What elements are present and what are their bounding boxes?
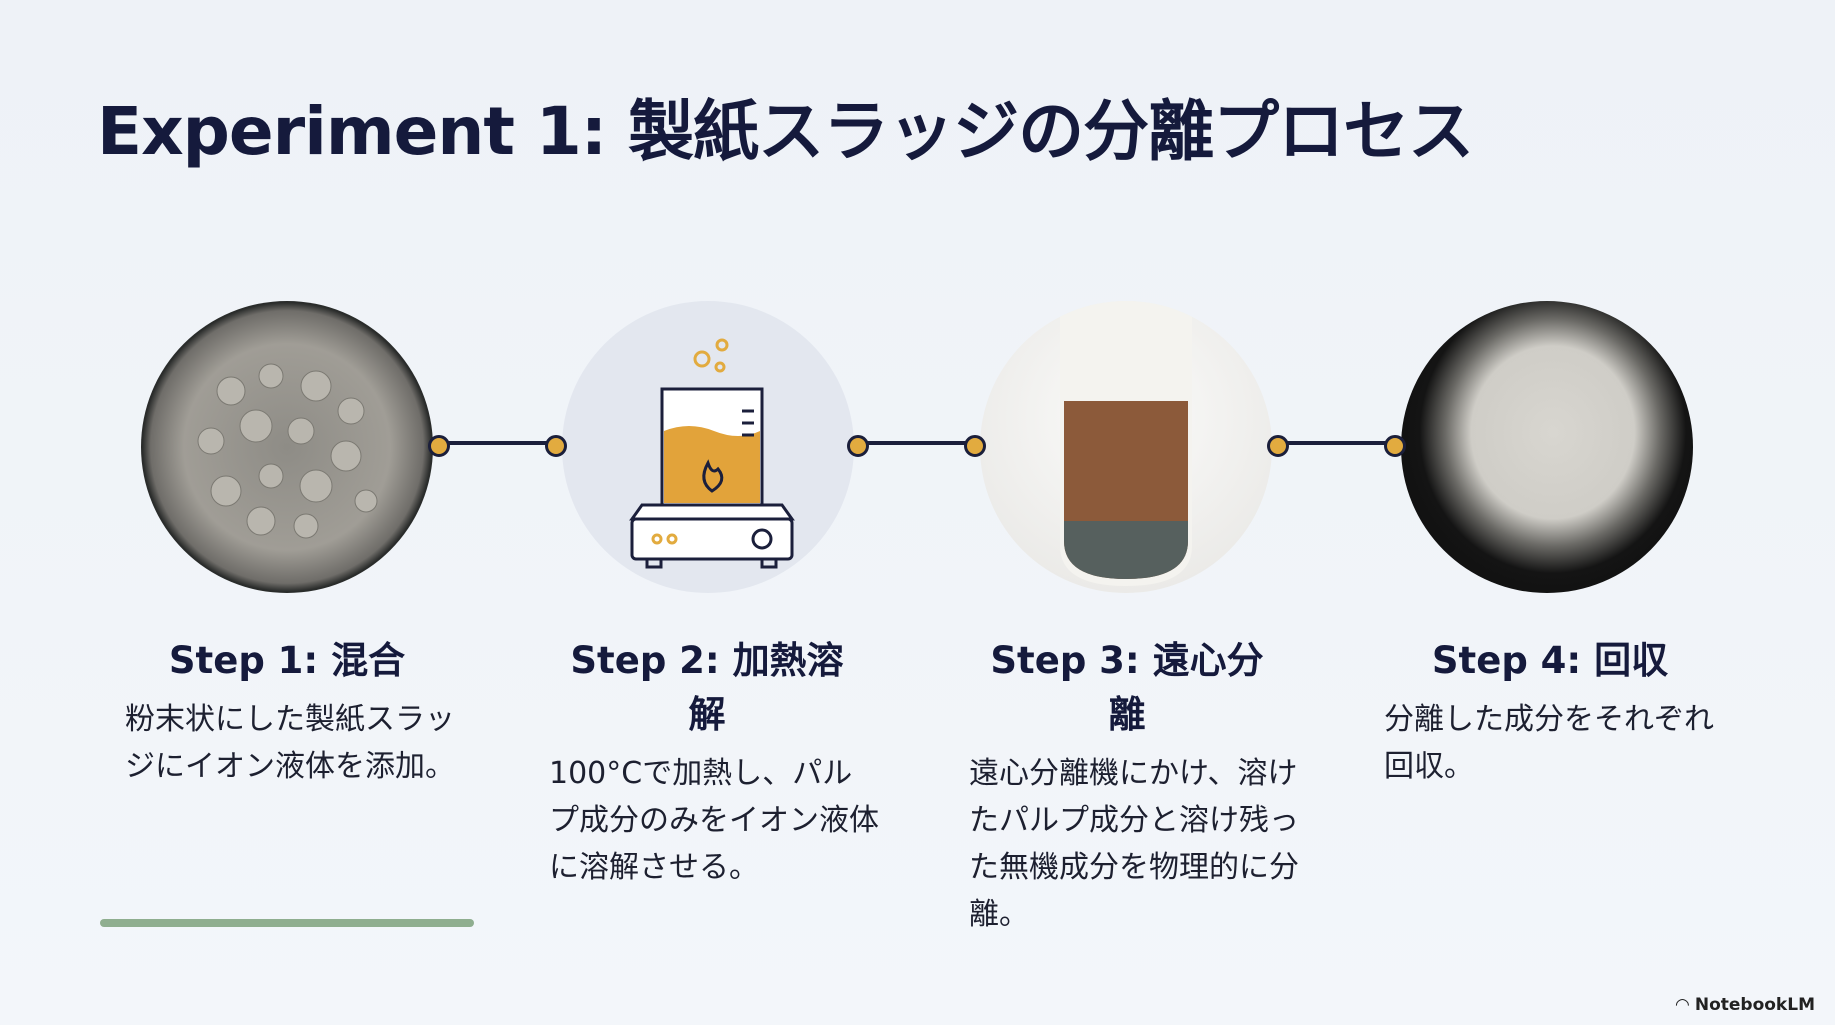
connector-dot [847,435,869,457]
connector-dot [1384,435,1406,457]
notebooklm-logo-icon: ◠ [1675,995,1695,1015]
page-title: Experiment 1: 製紙スラッジの分離プロセス [97,93,1474,170]
connector-2-3 [866,441,971,445]
sludge-granules [197,363,378,539]
step-description: 遠心分離機にかけ、溶けたパルプ成分と溶け残った無機成分を物理的に分離。 [969,756,1299,932]
connector-3-4 [1286,441,1391,445]
step-description: 分離した成分をそれぞれ回収。 [1384,702,1714,784]
notebooklm-watermark: ◠ NotebookLM [1676,995,1815,1015]
beaker-hotplate-icon [629,338,795,569]
connector-dot [428,435,450,457]
step2-image-beaker-hotplate [562,301,854,593]
step1-image-petri-dish [141,301,433,593]
test-tube [1060,301,1192,586]
step-description: 100°Cで加熱し、パルプ成分のみをイオン液体に溶解させる。 [549,756,879,885]
connector-1-2 [447,441,552,445]
step-3: Step 3: 遠心分離 遠心分離機にかけ、溶けたパルプ成分と溶け残った無機成分… [969,630,1317,938]
connector-dot [964,435,986,457]
step4-image-white-powder [1401,301,1693,593]
step-title: Step 1: 混合 [168,639,406,682]
step-4: Step 4: 回収 分離した成分をそれぞれ回収。 [1384,630,1740,790]
step-2: Step 2: 加熱溶解 100°Cで加熱し、パルプ成分のみをイオン液体に溶解さ… [549,630,897,891]
brand-label: NotebookLM [1694,995,1815,1015]
step-1: Step 1: 混合 粉末状にした製紙スラッジにイオン液体を添加。 [125,630,477,790]
connector-dot [545,435,567,457]
step-description: 粉末状にした製紙スラッジにイオン液体を添加。 [125,702,455,784]
step-title: Step 3: 遠心分離 [990,639,1264,736]
connector-dot [1267,435,1289,457]
step-title: Step 4: 回収 [1431,639,1669,682]
step3-image-centrifuge-tube [980,301,1272,593]
accent-bar [100,919,474,927]
step-title: Step 2: 加熱溶解 [570,639,844,736]
